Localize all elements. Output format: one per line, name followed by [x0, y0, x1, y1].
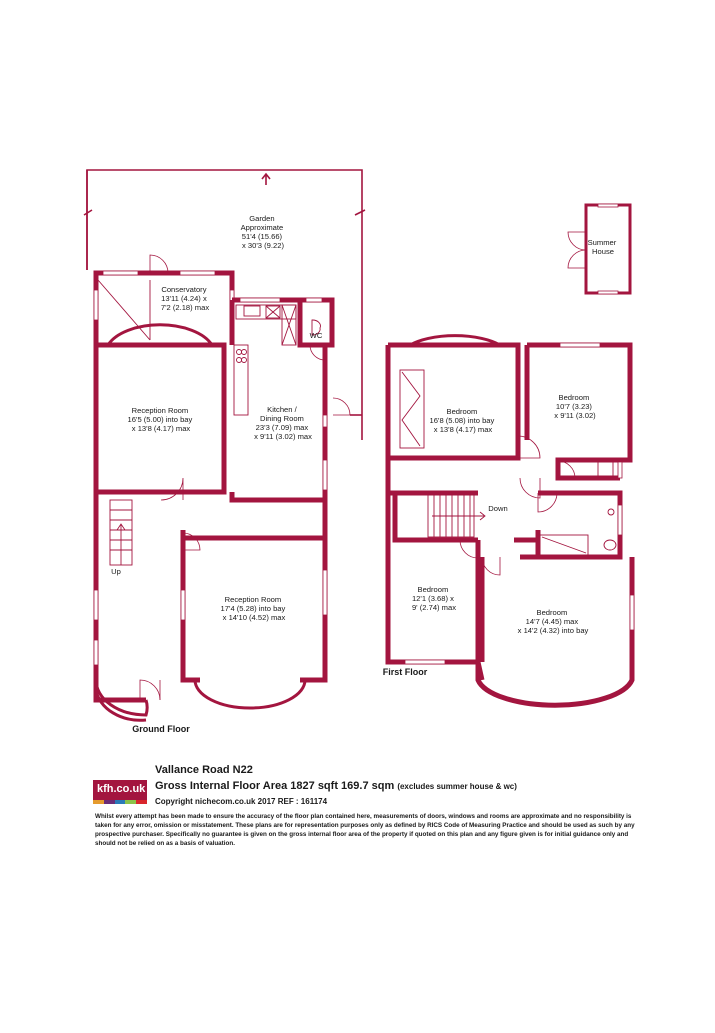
kitchen-label: Kitchen / Dining Room 23'3 (7.09) max x …: [254, 405, 312, 441]
disclaimer: Whilst every attempt has been made to en…: [95, 813, 635, 847]
summer-house: [567, 203, 632, 295]
logo-bar-segment: [125, 800, 137, 804]
first-floor-plan: [385, 334, 635, 708]
summer-house-label: Summer House: [588, 238, 619, 256]
bedroom-4-label: Bedroom 14'7 (4.45) max x 14'2 (4.32) in…: [518, 608, 589, 635]
bedroom-1-label: Bedroom 16'8 (5.08) into bay x 13'8 (4.1…: [430, 407, 497, 434]
logo-bar-segment: [114, 800, 126, 804]
room-labels: Garden Approximate 51'4 (15.66) x 30'3 (…: [111, 214, 619, 734]
property-title: Vallance Road N22: [155, 764, 253, 776]
bedroom-3-label: Bedroom 12'1 (3.68) x 9' (2.74) max: [412, 585, 456, 612]
wc-label: WC: [310, 331, 323, 340]
ground-floor-plan: [93, 254, 362, 722]
floor-area: Gross Internal Floor Area 1827 sqft 169.…: [155, 780, 517, 792]
conservatory-label: Conservatory 13'11 (4.24) x 7'2 (2.18) m…: [161, 285, 210, 312]
reception-room-1-label: Reception Room 16'5 (5.00) into bay x 13…: [128, 406, 195, 433]
kfh-logo: kfh.co.uk: [93, 780, 147, 804]
logo-bar-segment: [93, 800, 104, 804]
bedroom-2-label: Bedroom 10'7 (3.23) x 9'11 (3.02): [554, 393, 596, 420]
floor-area-text: Gross Internal Floor Area 1827 sqft 169.…: [155, 780, 395, 792]
up-label: Up: [111, 567, 121, 576]
logo-bar-segment: [136, 800, 147, 804]
logo-color-bar: [93, 800, 147, 804]
logo-text: kfh.co.uk: [97, 783, 146, 795]
reception-room-2-label: Reception Room 17'4 (5.28) into bay x 14…: [221, 595, 288, 622]
first-floor-label: First Floor: [383, 667, 428, 677]
garden-outline: [83, 169, 366, 440]
copyright: Copyright nichecom.co.uk 2017 REF : 1611…: [155, 797, 328, 806]
floor-area-note: (excludes summer house & wc): [397, 782, 517, 791]
ground-floor-label: Ground Floor: [132, 724, 190, 734]
garden-label: Garden Approximate 51'4 (15.66) x 30'3 (…: [241, 214, 286, 250]
logo-bar-segment: [103, 800, 115, 804]
down-label: Down: [488, 504, 507, 513]
